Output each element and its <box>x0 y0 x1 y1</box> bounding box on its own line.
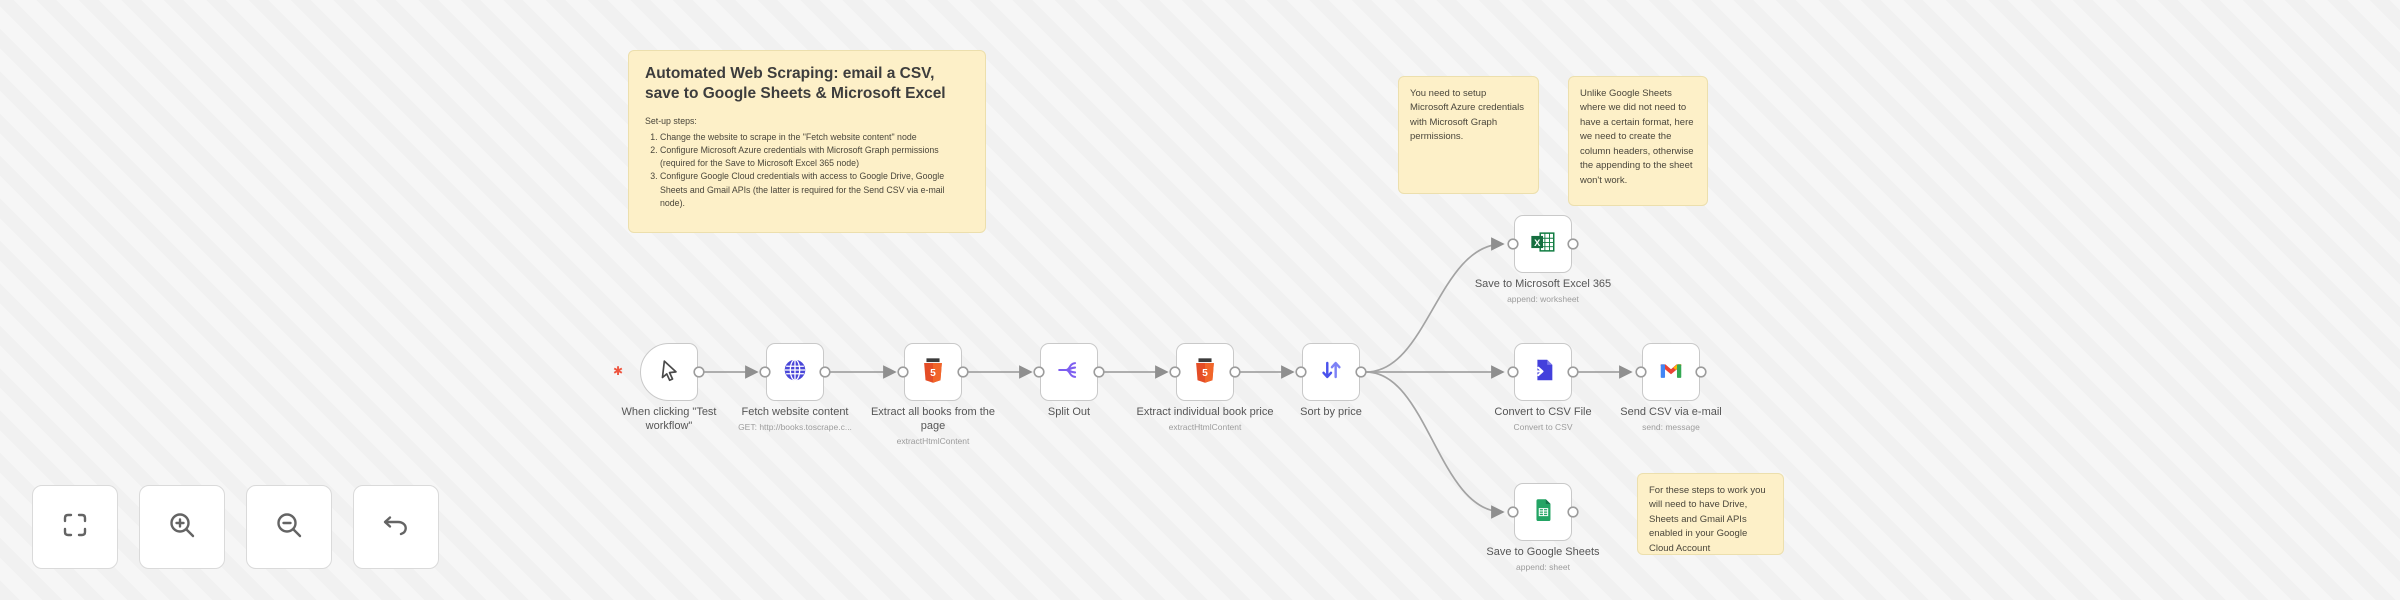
sticky-note-azure[interactable]: You need to setup Microsoft Azure creden… <box>1398 76 1539 194</box>
connection <box>1365 371 1505 519</box>
cursor-icon <box>655 356 683 389</box>
undo-icon <box>379 508 413 547</box>
node-subtitle: append: sheet <box>1516 561 1570 572</box>
node-http-request[interactable] <box>766 343 824 401</box>
sticky-title: Automated Web Scraping: email a CSV, sav… <box>645 65 946 103</box>
fit-view-icon <box>58 508 92 547</box>
node-label: Send CSV via e-mail <box>1620 406 1722 418</box>
node-manual-trigger[interactable] <box>640 343 698 401</box>
node-label: Extract all books from the page <box>870 406 996 432</box>
sticky-text: For these steps to work you will need to… <box>1649 485 1766 554</box>
sticky-note-excel-format[interactable]: Unlike Google Sheets where we did not ne… <box>1568 76 1708 206</box>
sticky-steps-list: Change the website to scrape in the "Fet… <box>660 131 969 210</box>
node-split-out[interactable] <box>1040 343 1098 401</box>
excel-icon: X <box>1528 228 1558 261</box>
node-subtitle: Convert to CSV <box>1513 421 1573 432</box>
node-sort[interactable] <box>1302 343 1360 401</box>
split-icon <box>1055 356 1083 389</box>
node-extract-price[interactable]: 5 <box>1176 343 1234 401</box>
node-label: Save to Microsoft Excel 365 <box>1474 278 1612 290</box>
node-subtitle: send: message <box>1642 421 1700 432</box>
sticky-text: You need to setup Microsoft Azure creden… <box>1410 88 1525 143</box>
sticky-text: Unlike Google Sheets where we did not ne… <box>1580 88 1694 186</box>
svg-text:X: X <box>1534 237 1541 247</box>
node-label: Save to Google Sheets <box>1486 546 1600 558</box>
fit-view-button[interactable] <box>32 485 118 569</box>
node-label: When clicking "Test workflow" <box>621 406 717 432</box>
svg-text:5: 5 <box>930 368 936 379</box>
zoom-in-icon <box>165 508 199 547</box>
sticky-step: Configure Microsoft Azure credentials wi… <box>660 144 969 170</box>
node-gmail[interactable] <box>1642 343 1700 401</box>
svg-text:5: 5 <box>1202 368 1208 379</box>
html5-icon: 5 <box>919 356 947 389</box>
sticky-intro: Set-up steps: <box>645 115 697 126</box>
node-extract-books[interactable]: 5 <box>904 343 962 401</box>
node-subtitle: GET: http://books.toscrape.c... <box>738 421 852 432</box>
node-excel[interactable]: X <box>1514 215 1572 273</box>
sticky-step: Change the website to scrape in the "Fet… <box>660 131 969 144</box>
html5-icon: 5 <box>1191 356 1219 389</box>
zoom-in-button[interactable] <box>139 485 225 569</box>
reset-zoom-button[interactable] <box>353 485 439 569</box>
sheets-icon <box>1529 496 1557 529</box>
node-google-sheets[interactable] <box>1514 483 1572 541</box>
globe-icon <box>781 356 809 389</box>
node-label: Fetch website content <box>741 406 849 418</box>
csv-file-icon <box>1529 356 1557 389</box>
node-label: Convert to CSV File <box>1494 406 1592 418</box>
connection <box>1365 237 1505 373</box>
node-subtitle: append: worksheet <box>1507 293 1579 304</box>
node-label: Split Out <box>1047 406 1091 418</box>
node-subtitle: extractHtmlContent <box>896 435 970 446</box>
gmail-icon <box>1657 356 1685 389</box>
node-label: Sort by price <box>1300 406 1362 418</box>
sort-icon <box>1317 356 1345 389</box>
node-label: Extract individual book price <box>1136 406 1274 418</box>
node-convert-csv[interactable] <box>1514 343 1572 401</box>
trigger-marker-dot: ✱ <box>613 364 624 378</box>
zoom-out-icon <box>272 508 306 547</box>
sticky-step: Configure Google Cloud credentials with … <box>660 170 969 210</box>
node-subtitle: extractHtmlContent <box>1168 421 1242 432</box>
sticky-note-setup[interactable]: Automated Web Scraping: email a CSV, sav… <box>628 50 986 233</box>
sticky-note-google-apis[interactable]: For these steps to work you will need to… <box>1637 473 1784 555</box>
zoom-out-button[interactable] <box>246 485 332 569</box>
